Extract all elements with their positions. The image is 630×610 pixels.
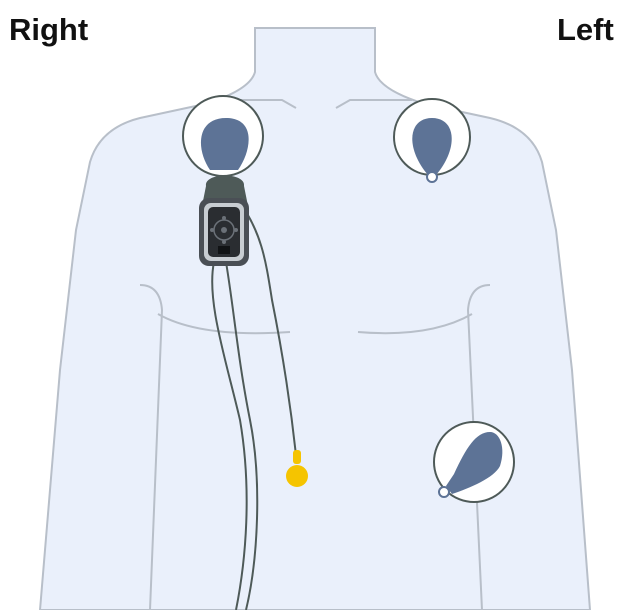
electrode-upper-right — [183, 96, 263, 176]
torso-outline — [40, 28, 590, 610]
ecg-monitor-device — [199, 176, 249, 267]
electrode-lower-left — [434, 422, 514, 502]
